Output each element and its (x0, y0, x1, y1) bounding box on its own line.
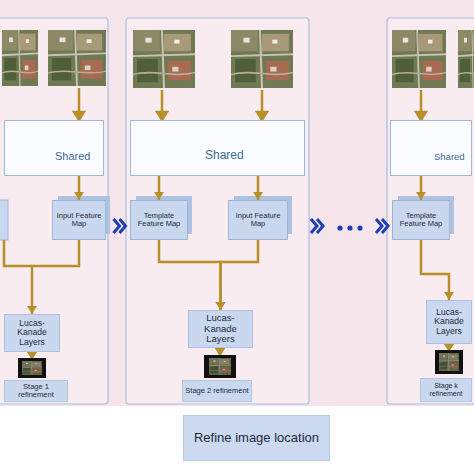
flow-arrow (216, 240, 259, 310)
flow-arrow (253, 176, 263, 200)
node-label: Lucas-Kanade Layers (6, 319, 58, 347)
lucas-kanade-box: Lucas-Kanade Layers (4, 314, 60, 352)
flow-arrow (416, 176, 426, 200)
feature-map-box: Template Feature Map (392, 200, 450, 240)
refinement-box: Stage k refinement (420, 378, 472, 402)
chevron-mark (376, 219, 382, 233)
arrow-head (216, 302, 226, 310)
flow-line (78, 176, 81, 200)
feature-map-box: Input Feature Map (52, 200, 106, 240)
shared-cnn-box: Shared (130, 120, 305, 176)
refinement-box: Stage 2 refinement (182, 380, 252, 402)
chevron-mark (317, 219, 323, 233)
node-label: Input Feature Map (54, 212, 104, 229)
refinement-box: Stage 1 refinement (4, 380, 68, 402)
arrow-head (416, 192, 426, 200)
node-label: Shared (434, 152, 465, 162)
node-label: Template Feature Map (394, 212, 448, 229)
arrow-head (74, 192, 84, 200)
flow-arrow (154, 176, 164, 200)
arrow-head (444, 292, 454, 300)
node-label: Stage 2 refinement (185, 387, 248, 395)
node-label: Template Feature Map (132, 212, 186, 229)
node-label: Stage k refinement (422, 382, 470, 397)
arrow-head (216, 302, 226, 310)
flow-arrow (27, 240, 79, 314)
node-label: Lucas-Kanade Layers (428, 308, 470, 336)
shared-cnn-box: Shared (390, 120, 472, 176)
flow-arrow (421, 240, 454, 300)
feature-map-box: Template Feature Map (130, 200, 188, 240)
arrow-head (253, 192, 263, 200)
flow-line (158, 176, 161, 200)
lucas-kanade-box: Lucas-Kanade Layers (188, 310, 253, 348)
flow-arrow (159, 240, 226, 310)
node-label: Stage 1 refinement (6, 383, 66, 400)
arrow-head (154, 192, 164, 200)
chevron-mark (114, 219, 120, 233)
node-label: Shared (205, 149, 244, 162)
flow-line (221, 240, 259, 310)
flow-line (159, 240, 221, 310)
node-label: Input Feature Map (230, 212, 286, 229)
chevron-mark (311, 219, 317, 233)
shared-cnn-box: Shared (4, 120, 104, 176)
stage-chevron (311, 219, 388, 233)
flow-arrow (74, 176, 84, 200)
node-label: Lucas-Kanade Layers (190, 313, 251, 344)
chevron-mark (120, 219, 126, 233)
arrow-head (27, 306, 37, 314)
feature-map-box: Input Feature Map (228, 200, 288, 240)
flow-line (420, 176, 423, 200)
flow-line (32, 240, 79, 314)
lucas-kanade-box: Lucas-Kanade Layers (426, 300, 472, 344)
node-label: Shared (55, 150, 90, 162)
flow-line (421, 240, 449, 300)
node-label: Refine image location (194, 431, 319, 445)
result-box: Refine image location (183, 415, 330, 461)
stage-chevron (114, 219, 126, 233)
chevron-mark (382, 219, 388, 233)
flow-line (257, 176, 260, 200)
